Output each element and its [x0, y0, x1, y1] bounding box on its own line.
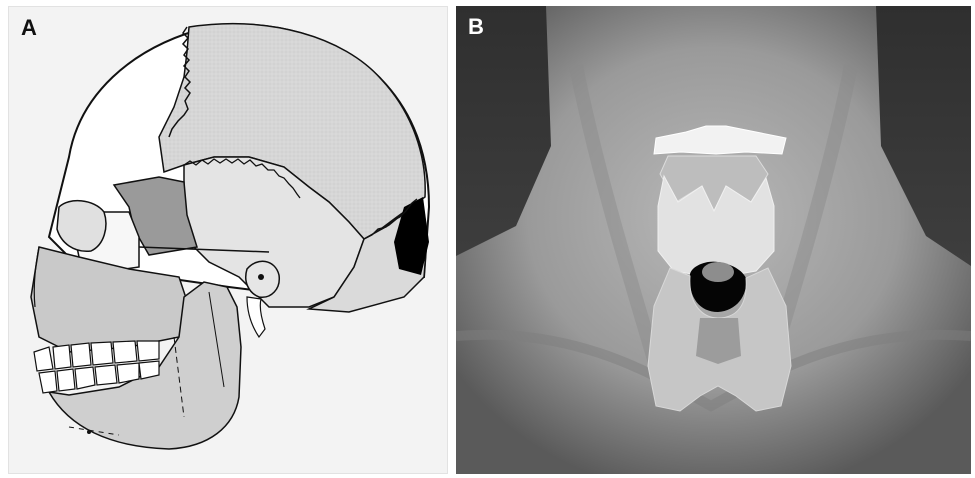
- panel-a-label: A: [21, 17, 37, 39]
- panel-a-skull-diagram: A: [8, 6, 448, 474]
- panel-b-neck-photo: B: [456, 6, 971, 474]
- cricoid-lumen: [702, 262, 734, 282]
- mastoid-process: [247, 297, 265, 337]
- neck-illustration: [456, 6, 971, 474]
- panel-b-label: B: [468, 16, 484, 38]
- trachea: [696, 318, 741, 364]
- skull-illustration: [9, 7, 448, 474]
